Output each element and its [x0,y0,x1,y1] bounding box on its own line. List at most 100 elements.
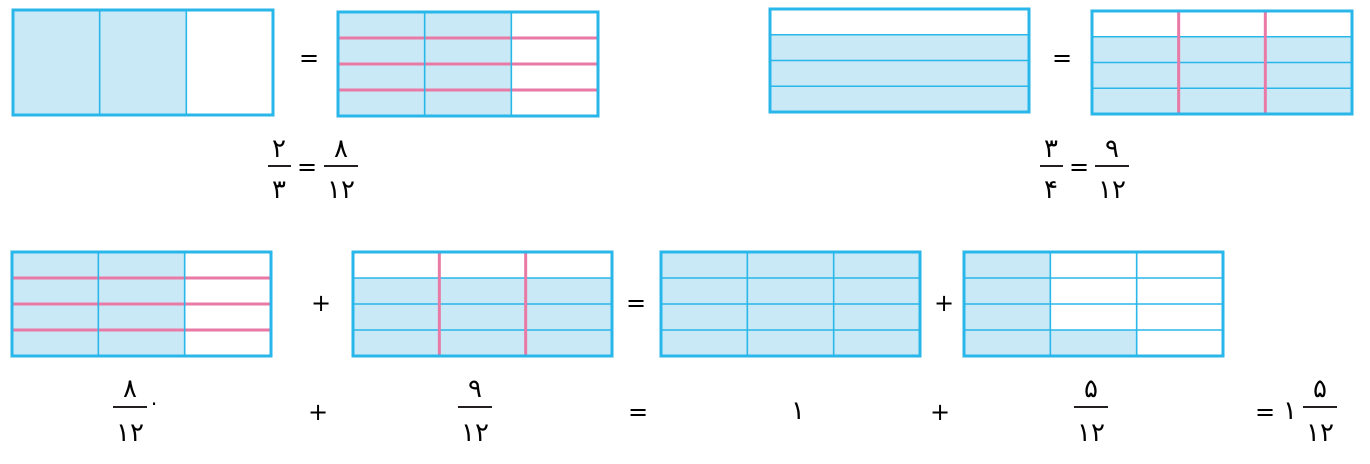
denominator: ۱۲ [1306,418,1334,448]
shaded-cell [661,252,748,278]
plus-sign: + [311,289,331,317]
figure-three-fourths [768,7,1031,114]
empty-cell [184,330,271,356]
plus-sign: + [308,398,328,426]
shaded-cell [770,86,1029,112]
fraction-eight-twelfths: ۸ ۱۲ [324,134,358,205]
denominator: ۱۲ [461,418,489,448]
empty-cell [1136,278,1223,304]
shaded-cell [525,278,612,304]
equals-sign: = [299,44,319,72]
figure-frame [11,8,275,117]
shaded-cell [661,278,748,304]
plus-sign: + [934,289,954,317]
figure-frame [336,10,600,118]
numerator: ۸ [123,374,137,404]
shaded-cell [338,90,425,116]
shaded-cell [747,330,834,356]
shaded-cell [747,252,834,278]
equation-three-fourths-equals-nine-twelfths: ۳ ۴ = ۹ ۱۲ [1040,134,1129,205]
figure-nine-twelfths [1090,9,1354,116]
empty-cell [1178,11,1266,37]
shaded-cell [1178,88,1266,114]
shaded-cell [1092,88,1179,114]
empty-cell [184,278,271,304]
empty-cell [1136,330,1223,356]
shaded-cell [424,12,512,38]
denominator: ۴ [1044,175,1058,205]
shaded-cell [1092,62,1179,89]
shaded-cell [525,304,612,330]
figure-whole [659,250,922,358]
figure-sum-eight-twelfths [10,250,273,358]
shaded-cell [525,330,612,356]
shaded-cell [1092,36,1179,63]
shaded-cell [1050,330,1137,356]
number-one: ۱ [791,396,805,426]
empty-cell [511,90,598,116]
shaded-cell [353,278,440,304]
empty-cell [184,304,271,330]
equation-two-thirds-equals-eight-twelfths: ۲ ۳ = ۸ ۱۲ [268,134,358,205]
figure-frame [351,250,614,358]
figure-sum-nine-twelfths [351,250,614,358]
shaded-cell [833,304,920,330]
dot-mark: · [151,392,157,416]
shaded-cell [13,10,100,115]
shaded-cell [1178,62,1266,89]
shaded-cell [439,278,526,304]
empty-cell [184,252,271,278]
shaded-cell [1265,62,1352,89]
shaded-cell [964,252,1051,278]
shaded-cell [770,34,1029,61]
shaded-cell [12,304,99,330]
shaded-cell [1178,36,1266,63]
shaded-cell [424,90,512,116]
shaded-cell [439,304,526,330]
empty-cell [1136,252,1223,278]
empty-cell [1050,252,1137,278]
figure-five-twelfths [962,250,1225,358]
shaded-cell [12,330,99,356]
shaded-cell [1265,36,1352,63]
empty-cell [353,252,440,278]
shaded-cell [964,330,1051,356]
shaded-cell [964,304,1051,330]
fraction-nine-twelfths: ۹ ۱۲ [1095,134,1129,205]
empty-cell [1136,304,1223,330]
numerator: ۸ [334,134,348,164]
equals-sign: = [628,398,648,426]
shaded-cell [770,60,1029,87]
empty-cell [186,10,273,115]
shaded-cell [338,38,425,64]
fraction-five-twelfths: ۵ ۱۲ [1074,374,1108,448]
shaded-cell [833,252,920,278]
figure-two-thirds [11,8,275,117]
shaded-cell [747,304,834,330]
denominator: ۱۲ [1077,418,1105,448]
empty-cell [1092,11,1179,37]
shaded-cell [353,304,440,330]
shaded-cell [439,330,526,356]
shaded-cell [98,278,185,304]
shaded-cell [661,330,748,356]
empty-cell [511,64,598,90]
plus-sign: + [930,398,950,426]
numerator: ۳ [1044,134,1058,164]
whole-part: ۱ [1283,396,1297,426]
shaded-cell [338,12,425,38]
fraction-eight-twelfths: ۸ ۱۲ [113,374,147,448]
shaded-cell [98,330,185,356]
numerator: ۵ [1084,374,1098,404]
equals-sign: = [1255,398,1275,426]
figure-frame [1090,9,1354,116]
shaded-cell [424,64,512,90]
numerator: ۵ [1313,374,1327,404]
figure-frame [962,250,1225,358]
fraction-nine-twelfths: ۹ ۱۲ [458,374,492,448]
empty-cell [770,9,1029,35]
empty-cell [511,38,598,64]
shaded-cell [661,304,748,330]
shaded-cell [12,278,99,304]
